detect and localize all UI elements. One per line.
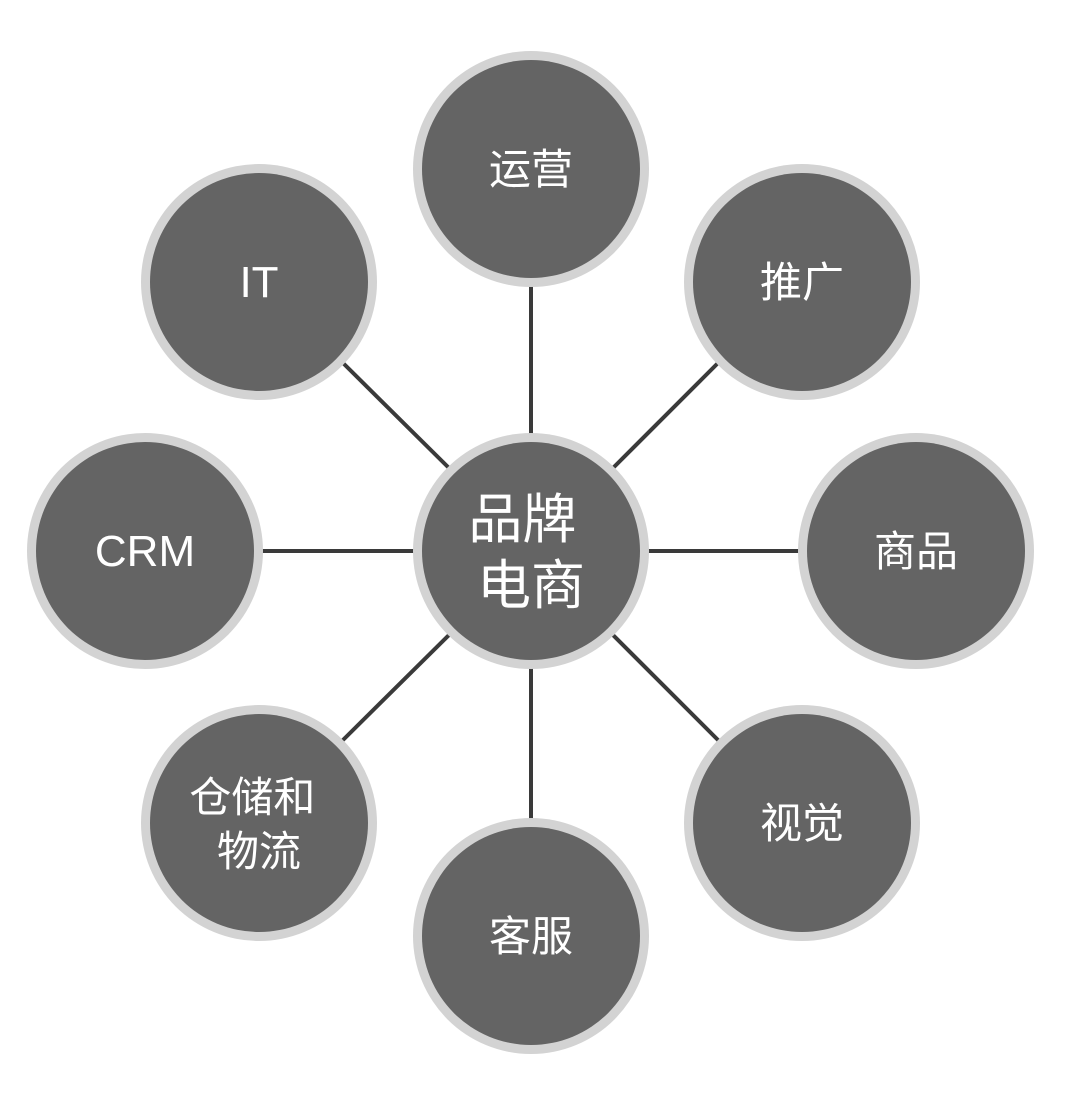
node-label: 仓储和: [189, 773, 315, 822]
svg-text:推广: 推广: [760, 258, 844, 307]
node-shangpin: 商品: [798, 433, 1034, 669]
node-label: CRM: [95, 527, 195, 576]
node-label: 物流: [217, 827, 301, 876]
node-center: 品牌 电商: [413, 433, 649, 669]
node-label: 视觉: [760, 799, 844, 848]
connector-tuiguang: [609, 360, 721, 472]
node-yunying: 运营: [413, 51, 649, 287]
node-cangchu-wuliu: 仓储和 物流: [141, 705, 377, 941]
node-label: 推广: [760, 258, 844, 307]
node-shijue: 视觉: [684, 705, 920, 941]
node-tuiguang: 推广: [684, 164, 920, 400]
svg-text:视觉: 视觉: [760, 799, 844, 848]
node-crm: CRM: [27, 433, 263, 669]
svg-text:CRM: CRM: [95, 527, 195, 576]
svg-text:商品: 商品: [874, 527, 958, 576]
node-kefu: 客服: [413, 818, 649, 1054]
node-label: IT: [239, 258, 278, 307]
connector-shijue: [609, 631, 721, 743]
svg-text:品牌 电商: 品牌 电商: [468, 488, 593, 617]
node-label: 运营: [489, 145, 573, 194]
center-label: 电商: [477, 554, 585, 617]
connector-it: [340, 360, 453, 472]
node-it: IT: [141, 164, 377, 400]
connectors: [260, 282, 806, 822]
center-label: 品牌: [468, 488, 576, 551]
svg-text:仓储和 物流: 仓储和 物流: [189, 773, 328, 876]
svg-text:客服: 客服: [489, 912, 573, 961]
svg-text:IT: IT: [239, 258, 278, 307]
svg-text:运营: 运营: [489, 145, 573, 194]
connector-cangchu-wuliu: [340, 631, 453, 743]
node-label: 商品: [874, 527, 958, 576]
node-label: 客服: [489, 912, 573, 961]
